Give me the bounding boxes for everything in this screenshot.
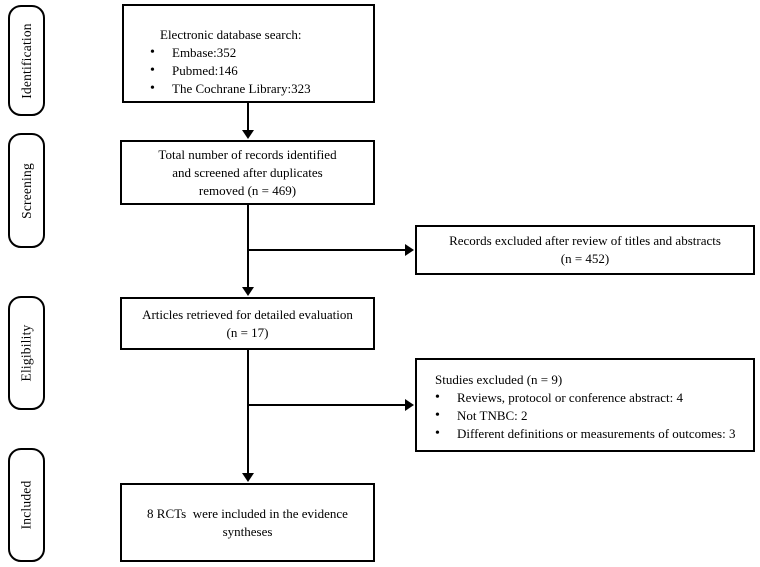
list-item: Pubmed:146 — [150, 62, 365, 80]
stage-label-text: Identification — [18, 22, 34, 99]
box-title: Electronic database search: — [160, 27, 302, 42]
box-text-line: (n = 452) — [560, 251, 610, 266]
box-text-line: removed (n = 469) — [198, 182, 297, 198]
box-text-line: and screened after duplicates — [172, 164, 323, 180]
box-text-line: syntheses — [222, 523, 273, 539]
box-text-line: 8 RCTs were included in the evidence — [147, 505, 348, 521]
exclusion-reason-list: Reviews, protocol or conference abstract… — [435, 389, 747, 443]
box-text-line: Total number of records identified — [158, 146, 337, 162]
arrowhead-right-icon — [405, 244, 414, 256]
connector-screened-to-retrieved — [247, 205, 249, 288]
box-studies-excluded: Studies excluded (n = 9) Reviews, protoc… — [415, 358, 755, 452]
list-item: Not TNBC: 2 — [435, 407, 747, 425]
arrowhead-right-icon — [405, 399, 414, 411]
box-text-line: Records excluded after review of titles … — [449, 233, 721, 248]
list-item: Reviews, protocol or conference abstract… — [435, 389, 747, 407]
database-list: Embase:352 Pubmed:146 The Cochrane Libra… — [150, 44, 365, 98]
list-item: Embase:352 — [150, 44, 365, 62]
box-text-line: Articles retrieved for detailed evaluati… — [142, 306, 353, 322]
arrowhead-down-icon — [242, 287, 254, 296]
connector-branch-studies-excluded — [248, 404, 405, 406]
connector-search-to-screened — [247, 103, 249, 131]
stage-label-text: Eligibility — [18, 324, 34, 382]
list-item: Different definitions or measurements of… — [435, 425, 747, 443]
box-database-search: Electronic database search: Embase:352 P… — [122, 4, 375, 103]
stage-label-identification: Identification — [8, 5, 45, 116]
arrowhead-down-icon — [242, 473, 254, 482]
stage-label-screening: Screening — [8, 133, 45, 248]
box-title: Studies excluded (n = 9) — [435, 372, 563, 387]
connector-branch-records-excluded — [248, 249, 405, 251]
box-articles-retrieved: Articles retrieved for detailed evaluati… — [120, 297, 375, 350]
box-records-screened: Total number of records identified and s… — [120, 140, 375, 205]
stage-label-eligibility: Eligibility — [8, 296, 45, 410]
arrowhead-down-icon — [242, 130, 254, 139]
stage-label-text: Included — [18, 480, 34, 530]
list-item: The Cochrane Library:323 — [150, 80, 365, 98]
stage-label-text: Screening — [18, 162, 34, 219]
box-text-line: (n = 17) — [226, 324, 269, 340]
stage-label-included: Included — [8, 448, 45, 562]
connector-retrieved-to-included — [247, 350, 249, 474]
box-included-rcts: 8 RCTs were included in the evidence syn… — [120, 483, 375, 562]
box-records-excluded: Records excluded after review of titles … — [415, 225, 755, 275]
